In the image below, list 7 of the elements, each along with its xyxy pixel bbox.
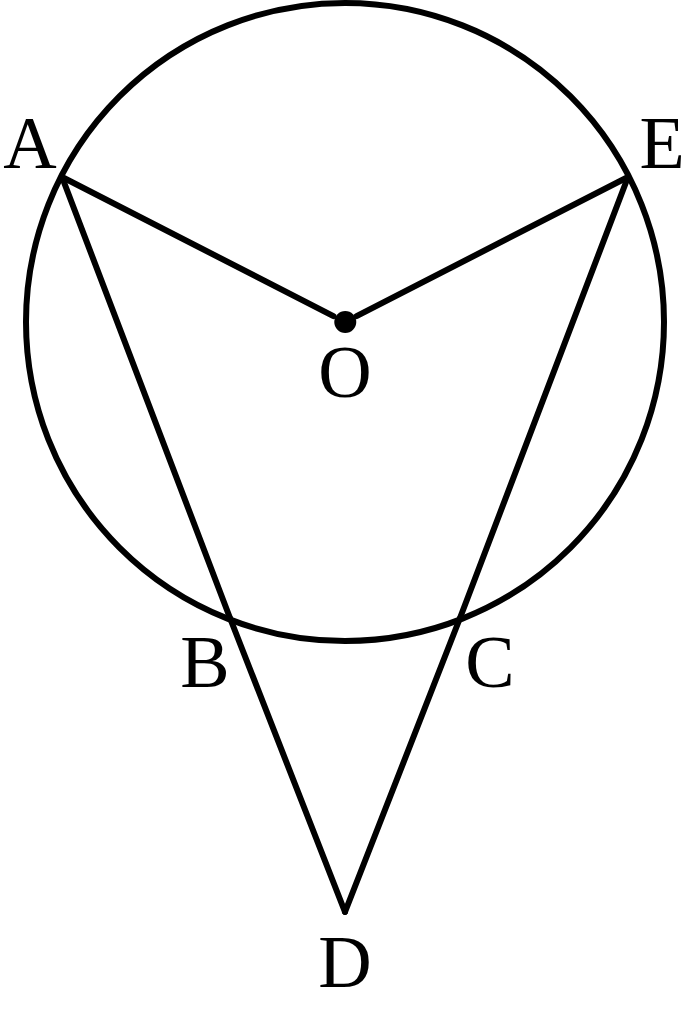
point-label: A <box>3 106 57 180</box>
point-label: C <box>465 625 515 699</box>
point-label: E <box>639 106 685 180</box>
point-label: D <box>318 925 372 999</box>
point-label: O <box>318 335 372 409</box>
line-segment <box>342 615 463 915</box>
point-label: B <box>180 625 230 699</box>
